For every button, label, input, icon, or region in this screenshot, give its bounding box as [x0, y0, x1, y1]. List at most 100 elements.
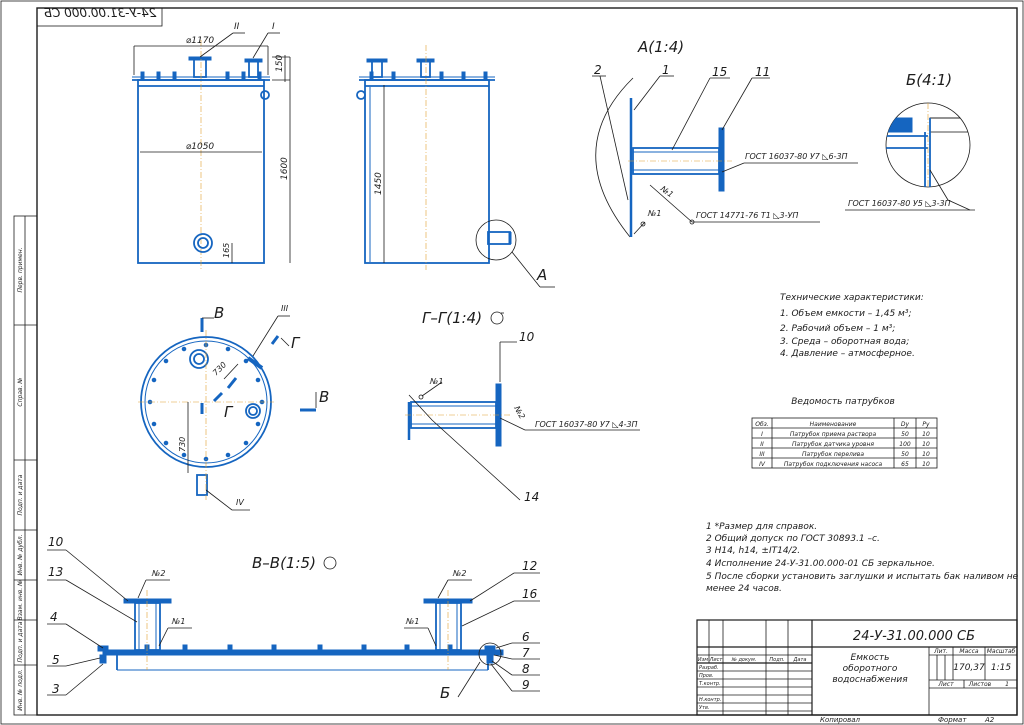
nozzle-r1-c3: 10 — [922, 441, 930, 448]
section-bb-title: В–В(1:5) — [252, 554, 316, 572]
detail-b-gost: ГОСТ 16037-80 У5 ◺3-3П — [848, 199, 951, 208]
tb-sheet-label: Лист — [937, 681, 954, 688]
nozzle-hdr-0: Обз. — [755, 421, 769, 428]
nozzle-table: Ведомость патрубков Обз. Наименование Dy… — [751, 397, 938, 469]
bb-part-5: 5 — [52, 653, 60, 667]
bb-weld-n1-left: №1 — [171, 617, 185, 626]
side-label-3: Подп. и дата — [17, 474, 24, 515]
bb-part-6: 6 — [522, 630, 530, 644]
section-mark-b-right: В — [319, 388, 329, 406]
nozzle-r3-c1: Патрубок подключения насоса — [784, 461, 883, 468]
section-gg-part-10: 10 — [519, 330, 535, 344]
marker-i: I — [272, 22, 275, 32]
nozzle-r2-c3: 10 — [922, 451, 930, 458]
section-mark-g-top: Г — [291, 334, 301, 352]
bb-part-10: 10 — [48, 535, 64, 549]
title-block: 24-У-31.00.000 СБ Емкость оборотного вод… — [696, 619, 1018, 724]
bb-weld-n2-right: №2 — [452, 569, 466, 578]
tb-col-mass: Масса — [959, 648, 978, 655]
tb-scale: 1:15 — [991, 663, 1011, 673]
bb-part-3: 3 — [52, 682, 60, 696]
note-3: 3 H14, h14, ±IT14/2. — [706, 546, 800, 556]
tb-mass: 170,37 — [953, 663, 985, 673]
inner-frame — [36, 7, 1018, 716]
tb-row-1: Пров. — [699, 673, 714, 679]
dim-165: 165 — [222, 243, 231, 258]
nozzle-r2-c0: III — [759, 451, 765, 458]
bb-part-12: 12 — [522, 559, 537, 573]
side-label-7: Инв. № подл. — [17, 669, 24, 710]
nozzle-hdr-3: Py — [922, 421, 930, 428]
tb-row-4: Н.контр. — [699, 697, 721, 703]
stamp-mirror-text: 24-У-31.00.000 СБ — [44, 6, 157, 20]
tech-line-3: 3. Среда – оборотная вода; — [780, 337, 909, 347]
bb-part-16: 16 — [522, 587, 538, 601]
dim-150: 150 — [275, 55, 285, 72]
nozzle-r3-c3: 10 — [922, 461, 930, 468]
nozzle-r0-c0: I — [761, 431, 763, 438]
marker-iii: III — [281, 304, 289, 313]
tech-characteristics: Технические характеристики: 1. Объем емк… — [780, 293, 924, 359]
note-6: менее 24 часов. — [706, 584, 782, 594]
front-view: ⌀1170 ⌀1050 150 1600 165 II I — [132, 22, 291, 270]
nozzle-r2-c1: Патрубок перелива — [802, 451, 864, 458]
side-view: 1450 A — [356, 45, 555, 288]
bb-part-9: 9 — [522, 678, 530, 692]
detail-a-part-11: 11 — [755, 65, 770, 79]
section-gg-part-14: 14 — [524, 490, 539, 504]
tb-row-2: Т.контр. — [699, 681, 721, 687]
tb-hdr-1: Лист — [709, 657, 724, 663]
notes: 1 *Размер для справок. 2 Общий допуск по… — [706, 522, 1019, 594]
side-label-5: Взам. инв. № — [17, 580, 24, 621]
nozzle-r3-c0: IV — [759, 461, 766, 468]
tb-col-lit: Лит. — [933, 648, 948, 655]
tb-name-3: водоснабжения — [832, 675, 908, 685]
dim-1450: 1450 — [374, 172, 384, 195]
nozzle-r2-c2: 50 — [901, 451, 909, 458]
note-1: 1 *Размер для справок. — [706, 522, 817, 532]
tb-format-label: Формат — [938, 716, 967, 724]
detail-a-gost2: ГОСТ 14771-76 Т1 ◺3-УП — [696, 211, 798, 220]
tb-format-value: А2 — [984, 716, 995, 724]
detail-b-title: Б(4:1) — [906, 71, 952, 89]
tb-copied: Копировал — [820, 716, 861, 724]
nozzle-r0-c2: 50 — [901, 431, 909, 438]
dim-730: 730 — [178, 437, 187, 452]
tb-col-scale: Масштаб — [987, 648, 1016, 655]
nozzle-r1-c2: 100 — [899, 441, 911, 448]
section-gg: Г–Г(1:4) 10 14 №1 №2 ГОСТ 16037-80 У7 ◺4… — [405, 309, 640, 504]
bb-weld-n2-left: №2 — [151, 569, 165, 578]
side-label-2: Справ. № — [17, 377, 24, 406]
note-2: 2 Общий допуск по ГОСТ 30893.1 –с. — [706, 534, 880, 544]
marker-iv: IV — [236, 498, 244, 507]
tb-hdr-4: Дата — [793, 657, 807, 663]
detail-a-part-2: 2 — [594, 63, 602, 77]
tb-code: 24-У-31.00.000 СБ — [853, 629, 975, 644]
tb-row-5: Утв. — [699, 705, 710, 711]
tech-line-1: 1. Объем емкости – 1,45 м³; — [780, 309, 912, 319]
side-strip: Перв. примен. Справ. № Подп. и дата Инв.… — [13, 215, 38, 716]
dim-d1170: ⌀1170 — [186, 36, 215, 46]
nozzle-r1-c1: Патрубок датчика уровня — [792, 441, 874, 448]
detail-a-part-1: 1 — [662, 63, 670, 77]
detail-b: Б(4:1) ГОСТ 16037-80 У5 ◺3-3П — [845, 71, 975, 211]
detail-a: А(1:4) 2 1 15 11 ГОСТ 16037-80 У7 ◺6-3П … — [592, 38, 858, 238]
note-5: 5 После сборки установить заглушки и исп… — [706, 572, 1019, 582]
nozzle-r1-c0: II — [760, 441, 764, 448]
nozzle-r0-c3: 10 — [922, 431, 930, 438]
section-mark-b-top: В — [214, 304, 224, 322]
dim-1600: 1600 — [280, 157, 290, 180]
note-4: 4 Исполнение 24-У-31.00.000-01 СБ зеркал… — [706, 559, 935, 569]
nozzle-r3-c2: 65 — [901, 461, 909, 468]
tech-line-4: 4. Давление – атмосферное. — [780, 349, 915, 359]
section-gg-gost: ГОСТ 16037-80 У7 ◺4-3П — [535, 420, 638, 429]
bb-part-13: 13 — [48, 565, 63, 579]
dim-d1050: ⌀1050 — [186, 142, 215, 152]
stamp-mirror-box: 24-У-31.00.000 СБ — [36, 6, 163, 27]
detail-a-gost1: ГОСТ 16037-80 У7 ◺6-3П — [745, 152, 848, 161]
tech-line-2: 2. Рабочий объем – 1 м³; — [780, 324, 895, 334]
tb-sheets-label: Листов — [968, 681, 992, 688]
bb-part-7: 7 — [522, 646, 530, 660]
